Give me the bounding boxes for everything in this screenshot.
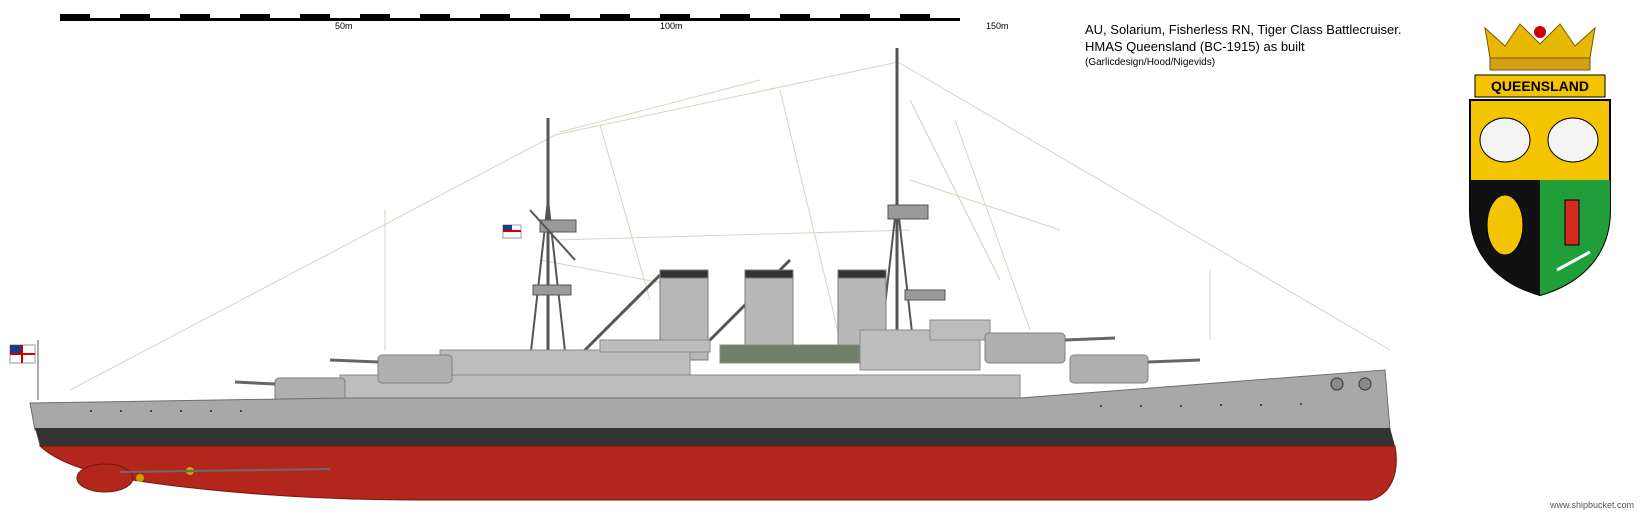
battlecruiser-drawing bbox=[9, 48, 1397, 501]
ram-head-icon bbox=[1547, 117, 1599, 163]
main-mast bbox=[879, 48, 946, 351]
jack-flag bbox=[502, 224, 522, 239]
ship-crest: QUEENSLAND bbox=[1469, 23, 1611, 297]
title-line-2: HMAS Queensland (BC-1915) as built bbox=[1085, 39, 1305, 54]
title-line-3: (Garlicdesign/Hood/Nigevids) bbox=[1085, 57, 1216, 68]
naval-crown bbox=[1484, 23, 1596, 71]
scale-label-100m: 100m bbox=[660, 21, 683, 31]
scale-label-150m: 150m bbox=[986, 21, 1009, 31]
obelisk-icon bbox=[1564, 199, 1580, 246]
credit: www.shipbucket.com bbox=[1549, 500, 1634, 510]
ensign-flag bbox=[9, 340, 39, 400]
derrick-boom bbox=[578, 273, 662, 357]
anchor-hawse-1 bbox=[1330, 377, 1344, 391]
portholes bbox=[90, 403, 1302, 412]
bull-head-icon bbox=[1479, 117, 1531, 163]
scale-label-50m: 50m bbox=[335, 21, 353, 31]
crest-banner-text: QUEENSLAND bbox=[1491, 78, 1589, 94]
title-block: AU, Solarium, Fisherless RN, Tiger Class… bbox=[1085, 21, 1401, 70]
hull-red bbox=[38, 445, 1397, 501]
propeller-shaft bbox=[119, 468, 331, 473]
rudder bbox=[76, 463, 134, 493]
fore-mast bbox=[529, 118, 577, 361]
hull-grey bbox=[29, 369, 1391, 431]
anchor-hawse-2 bbox=[1358, 377, 1372, 391]
pick-icon bbox=[1556, 250, 1591, 272]
turrets bbox=[234, 332, 1201, 405]
wheat-sheaf-icon bbox=[1486, 194, 1524, 256]
rigging bbox=[69, 61, 1391, 391]
scale-segments bbox=[60, 14, 930, 18]
scale-bar bbox=[60, 14, 960, 21]
hull-boot-topping bbox=[35, 428, 1395, 446]
crest-banner bbox=[1474, 74, 1606, 98]
title-line-1: AU, Solarium, Fisherless RN, Tiger Class… bbox=[1085, 22, 1402, 37]
